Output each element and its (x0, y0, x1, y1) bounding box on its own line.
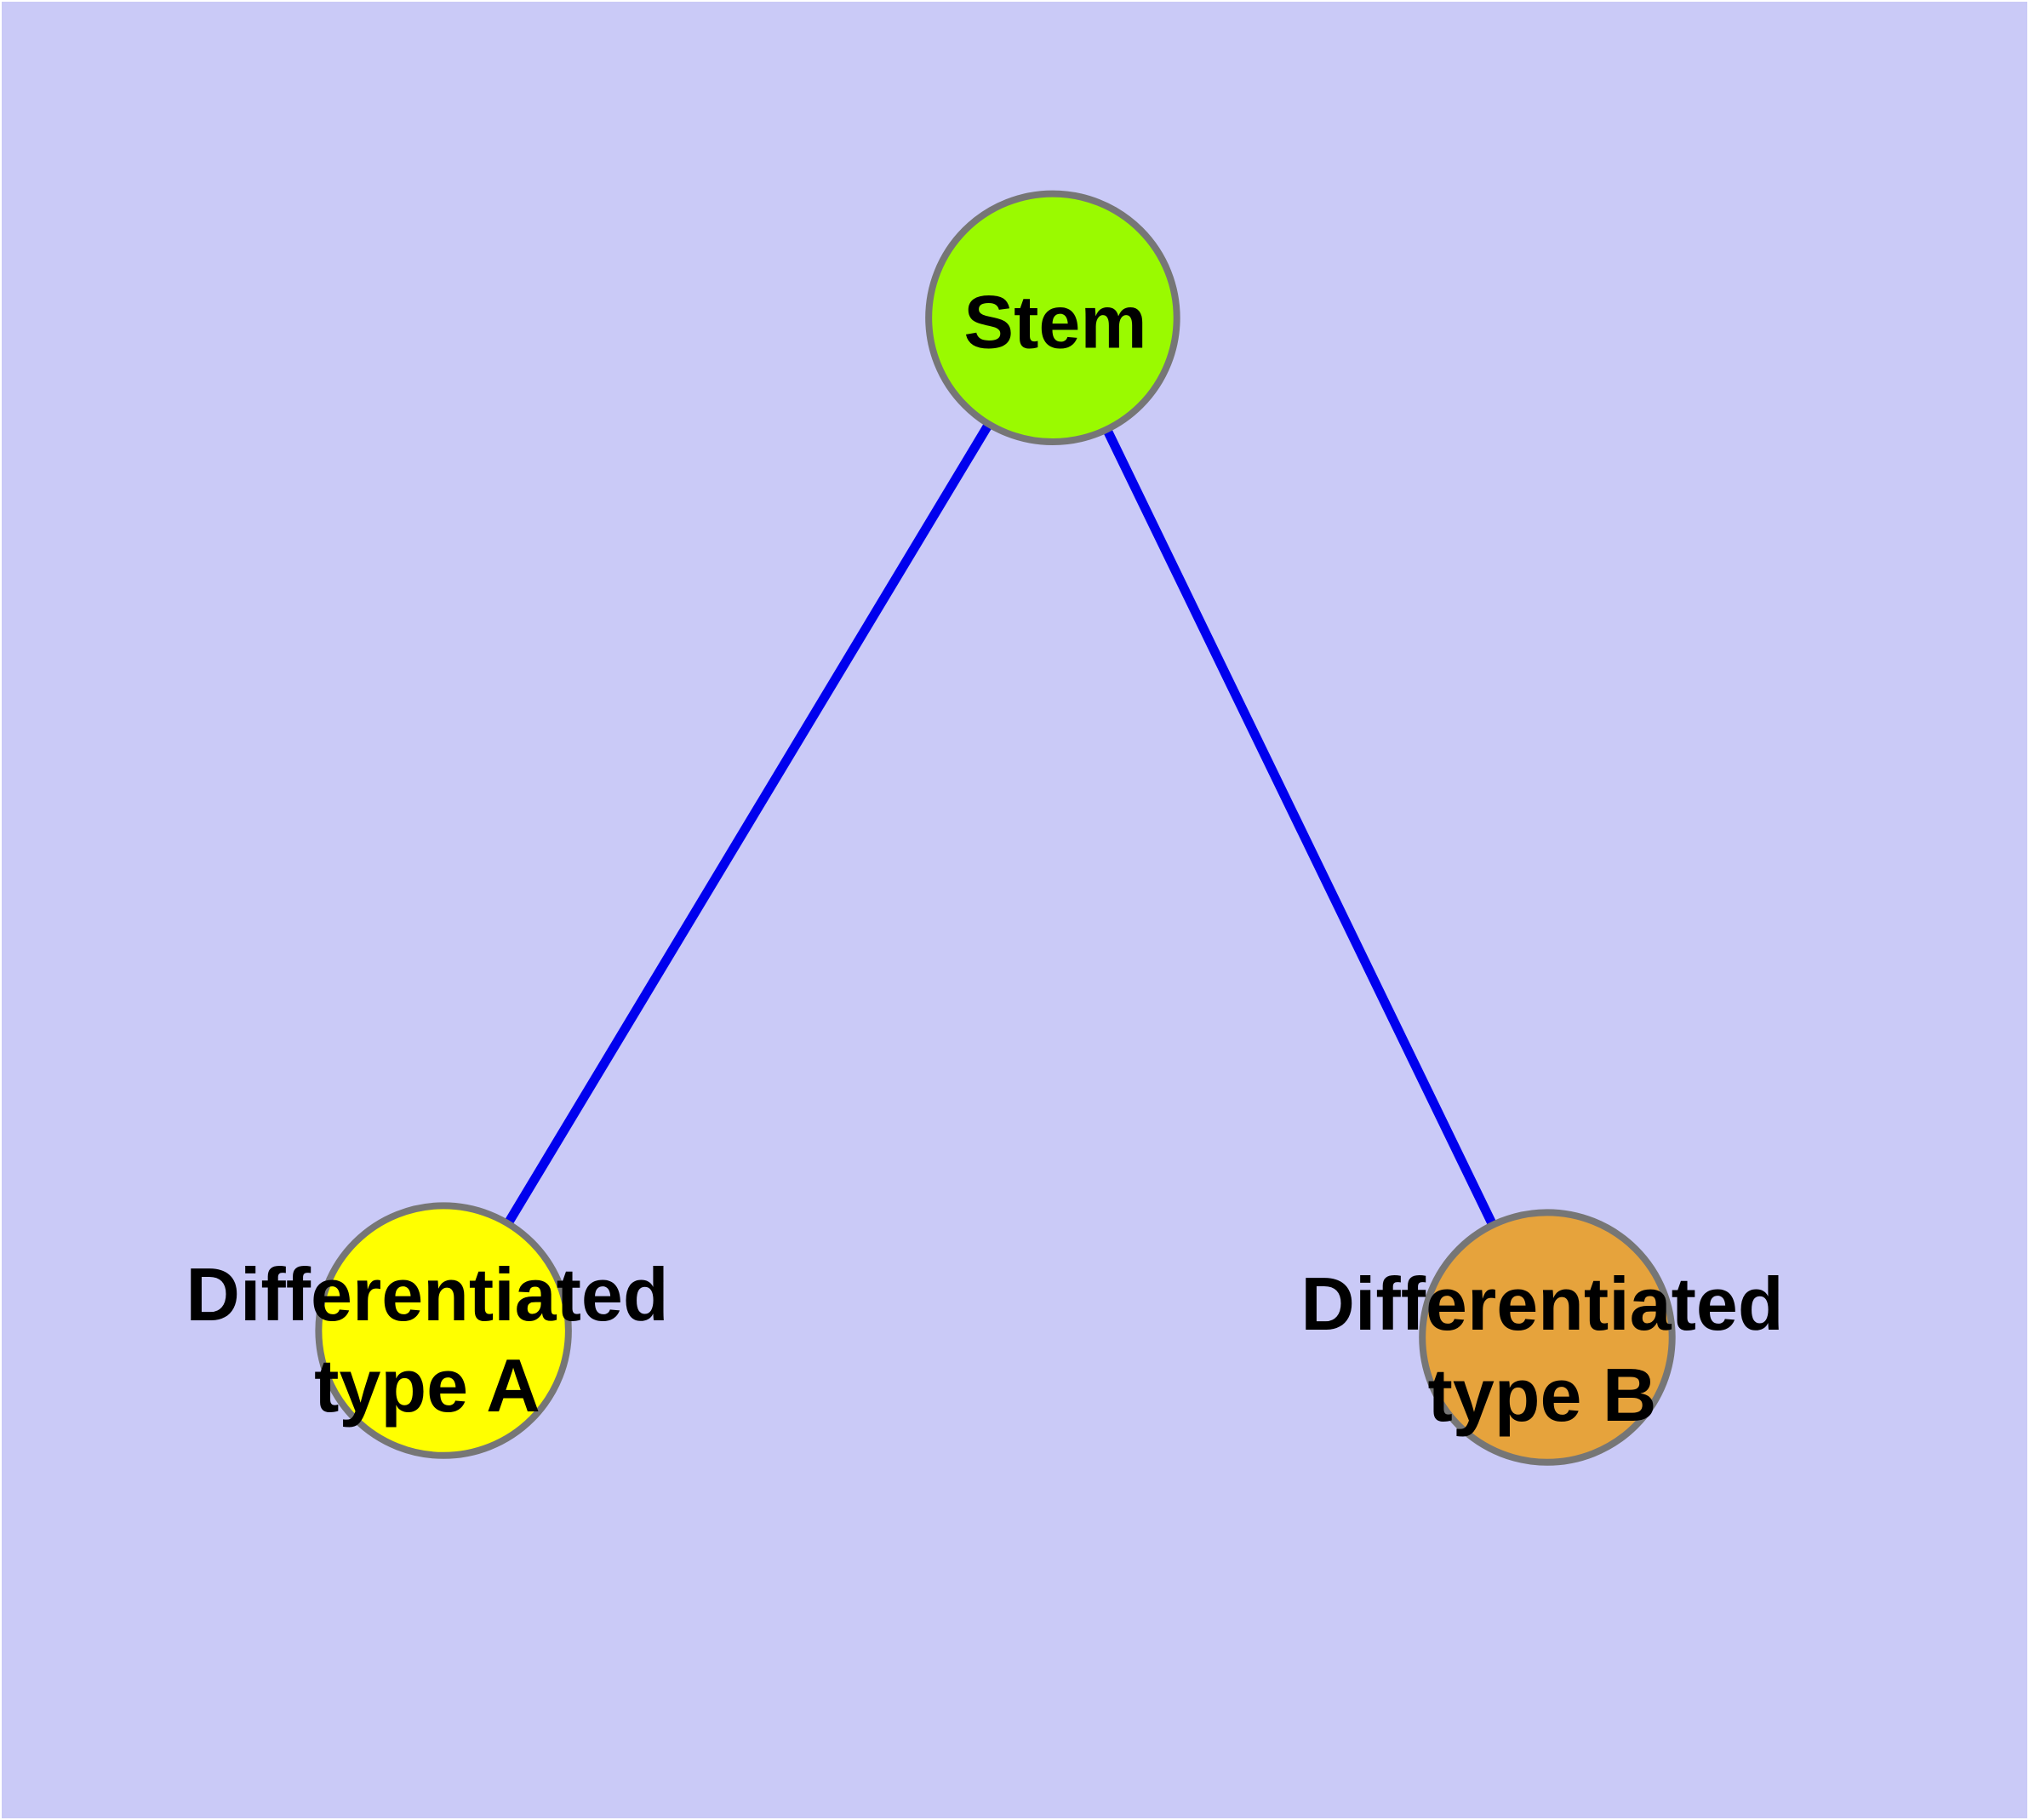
node-type-a-circle (315, 1202, 572, 1459)
node-type-a-label: Differentiated type A (186, 1252, 669, 1428)
edge-stem-to-type-b (1048, 315, 1552, 1340)
node-type-b-label: Differentiated type B (1300, 1262, 1784, 1437)
node-layer (315, 190, 1676, 1466)
edge-stem-to-type-a (439, 315, 1057, 1333)
edge-layer (439, 315, 1552, 1340)
node-stem-label: Stem (963, 279, 1147, 364)
node-type-b-circle (1419, 1209, 1676, 1466)
node-stem-circle (925, 190, 1180, 446)
